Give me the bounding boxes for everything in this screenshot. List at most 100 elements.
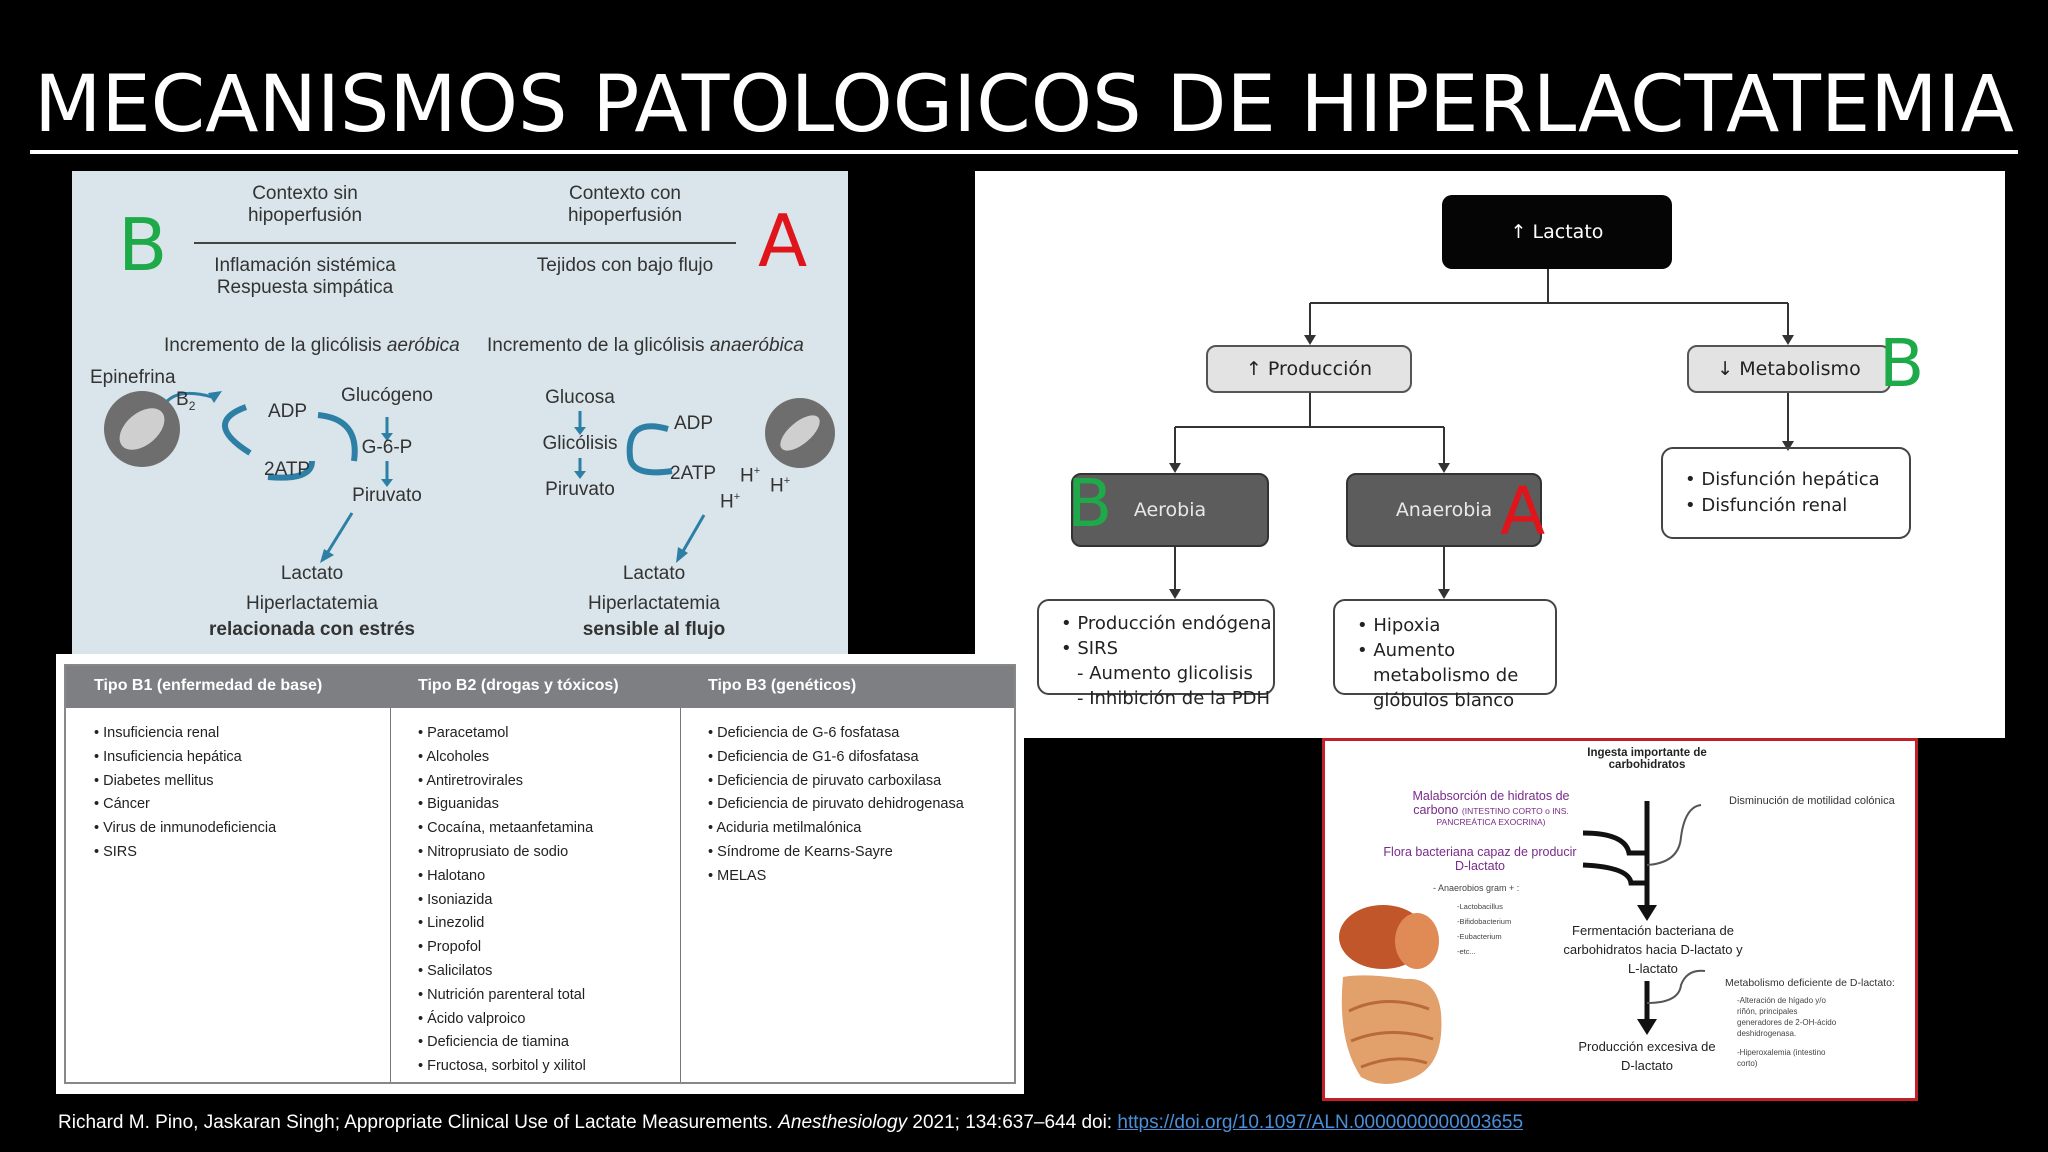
anaerobia-cont: metabolismo de: [1373, 665, 1519, 686]
header-b3: Tipo B3 (genéticos): [708, 677, 857, 694]
letter-a-anaerobia: A: [1500, 473, 1546, 550]
list-item: Nutrición parenteral total: [418, 984, 593, 1008]
bacteria-list: -Lactobacillus-Bifidobacterium-Eubacteri…: [1457, 902, 1512, 956]
citation-journal: Anesthesiology: [778, 1112, 908, 1133]
b2-list: Paracetamol Alcoholes Antiretrovirales B…: [418, 722, 593, 1079]
glycolysis-arrows: [104, 242, 835, 563]
lactato-root-box: ↑ Lactato: [1442, 195, 1672, 269]
atp-left: 2ATP: [264, 459, 311, 480]
citation: Richard M. Pino, Jaskaran Singh; Appropr…: [58, 1112, 1523, 1134]
letter-b-metabolismo: B: [1879, 325, 1925, 402]
glicolisis-label: Glicólisis: [542, 433, 618, 454]
h-plus-3: H+: [720, 491, 741, 513]
list-item: Insuficiencia hepática: [94, 746, 276, 770]
causes-table: Tipo B1 (enfermedad de base) Tipo B2 (dr…: [64, 664, 1016, 1084]
doi-link[interactable]: https://doi.org/10.1097/ALN.000000000000…: [1117, 1112, 1524, 1133]
produccion-box: ↑ Producción: [1206, 345, 1412, 393]
glucosa-label: Glucosa: [545, 387, 615, 408]
metabolismo-box: ↓ Metabolismo: [1687, 345, 1891, 393]
list-item: Biguanidas: [418, 793, 593, 817]
header-b1: Tipo B1 (enfermedad de base): [94, 677, 323, 694]
adp-right: ADP: [674, 413, 714, 434]
hiper-left-type: relacionada con estrés: [209, 619, 415, 640]
lactato-right: Lactato: [622, 563, 686, 584]
metabolismo-item: • Disfunción hepática: [1685, 469, 1880, 490]
aerobia-item: • Producción endógena: [1061, 613, 1272, 634]
list-item: Halotano: [418, 865, 593, 889]
b1-list: Insuficiencia renal Insuficiencia hepáti…: [94, 722, 276, 865]
metabolismo-item: • Disfunción renal: [1685, 495, 1848, 516]
list-item: Fructosa, sorbitol y xilitol: [418, 1055, 593, 1079]
aerobia-subitem: - Inhibición de la PDH: [1077, 688, 1271, 709]
hiper-right: Hiperlactatemia: [588, 593, 720, 614]
b3-list: Deficiencia de G-6 fosfatasa Deficiencia…: [708, 722, 964, 889]
g6p-label: G-6-P: [361, 437, 413, 458]
list-item: Salicilatos: [418, 960, 593, 984]
anaerobia-detail-box: • Hipoxia • Aumento metabolismo de glóbu…: [1333, 599, 1557, 711]
digestive-system-illustration: [1339, 905, 1442, 1084]
list-item: Deficiencia de G1-6 difosfatasa: [708, 746, 964, 770]
list-item: Deficiencia de piruvato carboxilasa: [708, 770, 964, 794]
header-b2: Tipo B2 (drogas y tóxicos): [418, 677, 619, 694]
list-item: Diabetes mellitus: [94, 770, 276, 794]
anaerobic-title: Incremento de la glicólisis anaeróbica: [487, 335, 804, 356]
list-item: Alcoholes: [418, 746, 593, 770]
list-item: Cáncer: [94, 793, 276, 817]
right-cause: Tejidos con bajo flujo: [536, 255, 714, 276]
list-item: Ácido valproico: [418, 1008, 593, 1032]
adp-left: ADP: [268, 401, 308, 422]
slide-title: MECANISMOS PATOLOGICOS DE HIPERLACTATEMI…: [0, 60, 2048, 154]
list-item: Paracetamol: [418, 722, 593, 746]
list-item: Linezolid: [418, 912, 593, 936]
table-header: Tipo B1 (enfermedad de base) Tipo B2 (dr…: [66, 666, 1014, 708]
list-item: Insuficiencia renal: [94, 722, 276, 746]
metabolismo-deficiente-label: Metabolismo deficiente de D-lactato:: [1725, 977, 1895, 989]
aerobia-detail-box: • Producción endógena • SIRS - Aumento g…: [1037, 599, 1275, 709]
piruvato-left: Piruvato: [352, 485, 422, 506]
list-item: Deficiencia de G-6 fosfatasa: [708, 722, 964, 746]
aerobia-box: Aerobia: [1071, 473, 1269, 547]
column-divider: [390, 708, 391, 1082]
list-item: Deficiencia de piruvato dehidrogenasa: [708, 793, 964, 817]
aerobic-title: Incremento de la glicólisis aeróbica: [164, 335, 460, 356]
piruvato-right: Piruvato: [545, 479, 615, 500]
list-item: Antiretrovirales: [418, 770, 593, 794]
lactato-left: Lactato: [280, 563, 344, 584]
anaerobia-cont: glóbulos blanco: [1373, 690, 1515, 711]
list-item: Cocaína, metaanfetamina: [418, 817, 593, 841]
anaerobios-label: - Anaerobios gram + :: [1433, 883, 1520, 893]
citation-authors: Richard M. Pino, Jaskaran Singh; Appropr…: [58, 1112, 779, 1133]
anaerobia-box: Anaerobia: [1346, 473, 1542, 547]
letter-a-marker: A: [758, 199, 808, 283]
hiper-right-type: sensible al flujo: [582, 619, 726, 640]
column-divider: [680, 708, 681, 1082]
epinefrina-label: Epinefrina: [90, 367, 176, 388]
type-b-table: Tipo B1 (enfermedad de base) Tipo B2 (dr…: [56, 654, 1024, 1094]
list-item: SIRS: [94, 841, 276, 865]
list-item: Virus de inmunodeficiencia: [94, 817, 276, 841]
letter-b-marker: B: [118, 203, 168, 287]
letter-b-aerobia: B: [1067, 465, 1113, 542]
list-item: MELAS: [708, 865, 964, 889]
d-lactate-arrows: [1339, 801, 1706, 1084]
h-plus-1: H+: [740, 465, 761, 487]
hiper-left: Hiperlactatemia: [246, 593, 378, 614]
list-item: Síndrome de Kearns-Sayre: [708, 841, 964, 865]
list-item: Deficiencia de tiamina: [418, 1031, 593, 1055]
list-item: Nitroprusiato de sodio: [418, 841, 593, 865]
b2-label: B2: [176, 389, 196, 413]
list-item: Aciduria metilmalónica: [708, 817, 964, 841]
list-item: Propofol: [418, 936, 593, 960]
citation-details: 2021; 134:637–644 doi:: [907, 1112, 1118, 1133]
